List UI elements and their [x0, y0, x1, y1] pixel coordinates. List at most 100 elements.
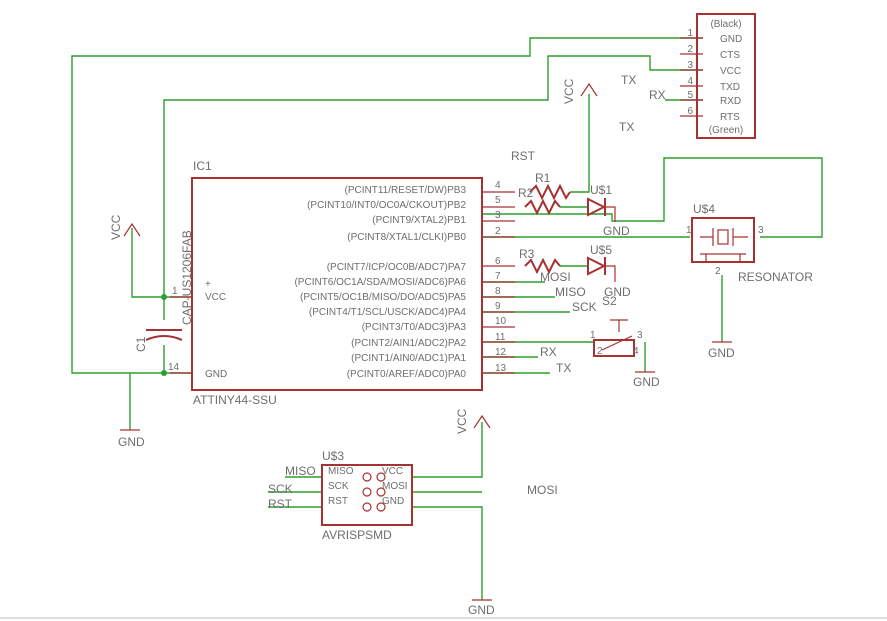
ftdi-pin3-num: 3	[687, 60, 693, 71]
rst-net-label: RST	[511, 149, 536, 163]
r2-name: R2	[518, 186, 534, 200]
rx-net-label: RX	[540, 345, 557, 359]
isp-pad-2	[362, 487, 372, 497]
isp-name: U$3	[322, 449, 344, 463]
led1-gnd-label: GND	[603, 224, 630, 238]
r3-body	[524, 257, 561, 275]
resonator-pin-2: 2	[715, 266, 721, 277]
c1-plate-bottom	[145, 335, 183, 341]
r3-name: R3	[519, 247, 535, 261]
ic1-pin-label-pb0: (PCINT8/XTAL1/CLKI)PB0	[347, 232, 466, 243]
ic1-pin-num-pb0: 2	[495, 226, 501, 237]
isp-rst-net: RST	[268, 497, 293, 511]
ftdi-pin6-label: RTS	[720, 112, 740, 123]
ic1-vcc-pin: 1	[172, 286, 178, 297]
button-frame	[593, 339, 635, 357]
led2-gnd-label: GND	[604, 285, 631, 299]
led2-name: U$5	[590, 243, 612, 257]
ftdi-tx-net-2: TX	[619, 120, 634, 134]
r2-body	[524, 198, 561, 216]
resonator-pin-1: 1	[686, 225, 692, 236]
isp-sck-net: SCK	[268, 482, 293, 496]
gnd-button-label: GND	[633, 375, 660, 389]
isp-pad-1	[362, 472, 372, 482]
ic1-pin-num-pa5: 8	[495, 286, 501, 297]
sck-net-label: SCK	[572, 300, 597, 314]
isp-pad-4	[376, 472, 386, 482]
mosi-net-label: MOSI	[540, 270, 571, 284]
junction-vcc	[161, 294, 167, 300]
wire-top-vcc	[570, 94, 590, 193]
ic1-pin-num-pb2: 5	[495, 195, 501, 206]
isp-pad-3	[362, 502, 372, 512]
button-name: S2	[602, 294, 617, 308]
ic1-pin-label-pa4: (PCINT4/T1/SCL/USCK/ADC4)PA4	[309, 307, 467, 318]
ic1-pin-num-pa3: 10	[495, 316, 507, 327]
ic1-body	[191, 177, 483, 391]
gnd-resonator-label: GND	[708, 346, 735, 360]
ic1-plus-mark: +	[205, 279, 211, 290]
ic1-pin-stubs	[170, 191, 515, 374]
resonator-plates	[700, 228, 748, 246]
wire-ftdi-gnd	[71, 37, 703, 374]
wire-isp-vcc	[412, 422, 483, 478]
ic1-pin-num-pa1: 12	[495, 347, 507, 358]
ftdi-pin1-num: 1	[687, 28, 693, 39]
ic1-pin-num-pa2: 11	[495, 332, 506, 343]
isp-pin-gnd: GND	[382, 496, 404, 507]
wire-left-vcc	[131, 228, 164, 298]
ftdi-pin2-label: CTS	[720, 50, 740, 61]
button-s2: S2 1 2 3 4	[590, 294, 643, 357]
resonator-body	[691, 217, 755, 263]
ic1-name: IC1	[193, 159, 212, 173]
tx-net-label: TX	[556, 361, 571, 375]
isp-mosi-net: MOSI	[527, 483, 558, 497]
resonator-value: RESONATOR	[738, 270, 813, 284]
led1-name: U$1	[590, 183, 612, 197]
ic1-pin-label-pa0: (PCINT0/AREF/ADC0)PA0	[347, 369, 467, 380]
wire-isp-gnd	[412, 506, 483, 600]
isp-pin-sck: SCK	[328, 481, 349, 492]
ic1-pin-num-pa4: 9	[495, 301, 501, 312]
c1-value: CAP-US1206FAB	[180, 230, 194, 325]
miso-net-label: MISO	[555, 285, 586, 299]
junctions	[161, 294, 167, 376]
ic1-pin-label-pb2: (PCINT10/INT0/OC0A/CKOUT)PB2	[307, 200, 466, 211]
ic1-pin-num-pa6: 7	[495, 271, 501, 282]
c1-name: C1	[134, 336, 148, 352]
vcc-left-label: VCC	[109, 214, 123, 240]
ftdi-pin3-label: VCC	[720, 66, 741, 77]
ic1-gnd-pin: 14	[168, 362, 180, 373]
junction-gnd	[161, 370, 167, 376]
isp-pin-miso: MISO	[328, 466, 354, 477]
isp-pad-5	[376, 487, 386, 497]
button-actuator	[601, 319, 633, 351]
ftdi-pin2-num: 2	[687, 44, 693, 55]
led2-triangle	[587, 256, 607, 276]
isp-pin-mosi: MOSI	[382, 481, 408, 492]
ic1-pin-label-pa1: (PCINT1/AIN0/ADC1)PA1	[351, 353, 466, 364]
ic1-pin-label-pb1: (PCINT9/XTAL2)PB1	[372, 215, 466, 226]
r1-name: R1	[535, 171, 551, 185]
ftdi-pin4-num: 4	[687, 76, 693, 87]
ic1-pin-label-pa7: (PCINT7/ICP/OC0B/ADC7)PA7	[327, 262, 467, 273]
ic1-pin-num-pb3: 4	[495, 180, 501, 191]
wire-ftdi-vcc	[163, 55, 703, 298]
capacitor-c1: C1 CAP-US1206FAB	[134, 230, 194, 352]
ic1-pin-label-pa2: (PCINT2/AIN1/ADC2)PA2	[351, 338, 466, 349]
ic1-pin-label-pb3: (PCINT11/RESET/DW)PB3	[345, 185, 467, 196]
isp-pin-vcc: VCC	[382, 466, 403, 477]
resonator-crystal	[717, 229, 729, 245]
ic1-value: ATTINY44-SSU	[193, 393, 277, 407]
isp-header-u3: U$3 AVRISPSMD MISO SCK RST VCC MOSI GND …	[268, 449, 558, 542]
ic1: IC1 ATTINY44-SSU VCC GND 1 14 + (PCINT11…	[168, 159, 515, 407]
ftdi-pin5-label: RXD	[720, 96, 741, 107]
ic1-pin-label-pa6: (PCINT6/OC1A/SDA/MOSI/ADC6)PA6	[294, 277, 466, 288]
resonator-pin-3: 3	[758, 225, 764, 236]
isp-body	[321, 464, 413, 526]
ic1-pin-label-pa5: (PCINT5/OC1B/MISO/DO/ADC5)PA5	[300, 292, 466, 303]
ftdi-bottom-label: (Green)	[709, 125, 743, 136]
gnd-isp-label: GND	[468, 603, 495, 617]
resonator-name: U$4	[693, 202, 715, 216]
